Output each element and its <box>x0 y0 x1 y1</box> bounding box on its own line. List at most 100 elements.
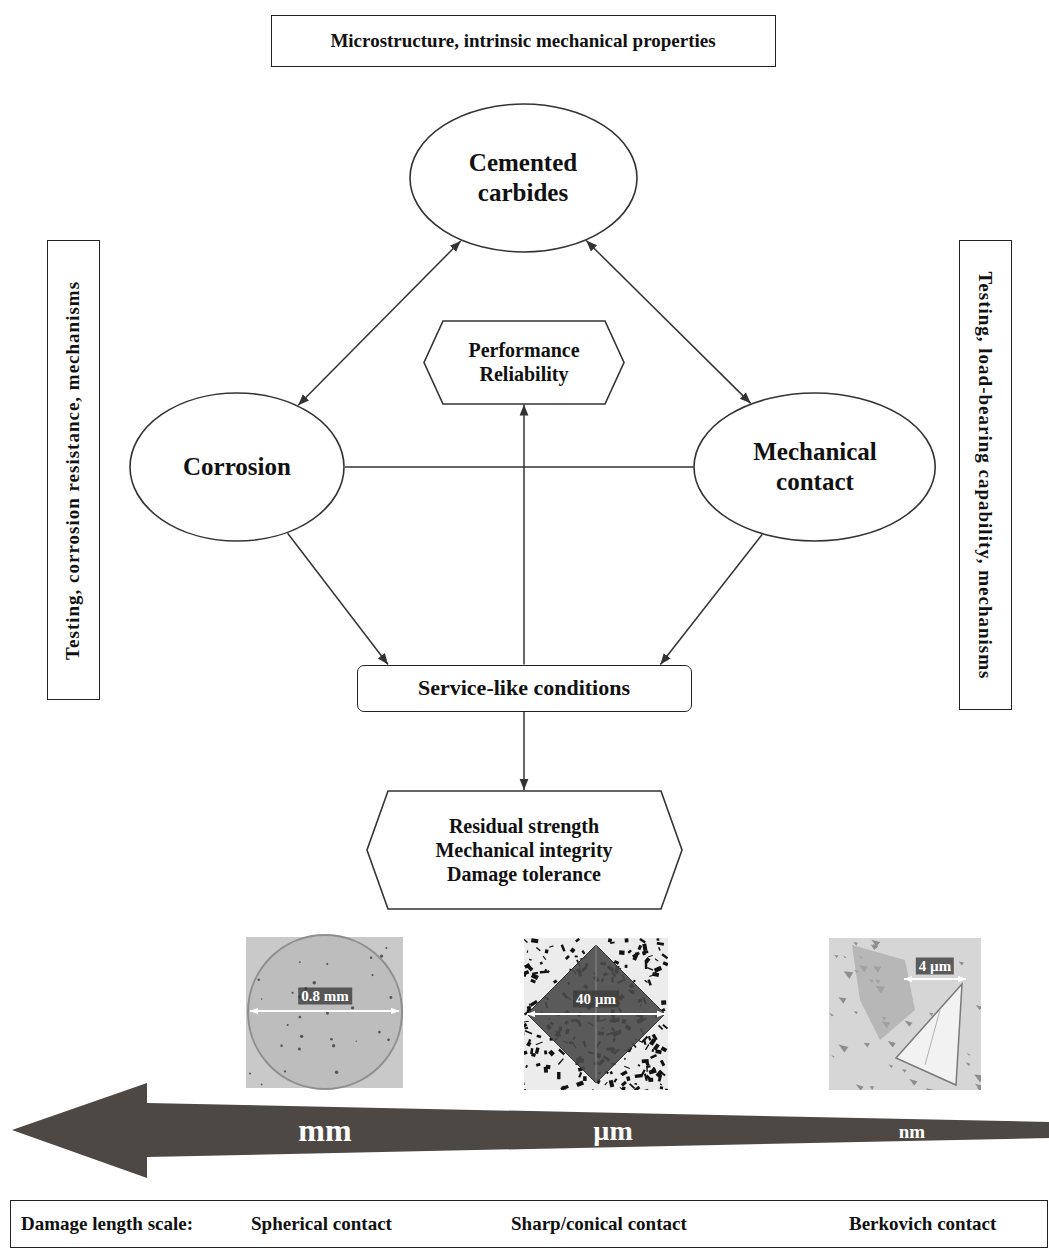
binder-speck <box>546 1065 551 1070</box>
connector-arrow <box>345 466 693 468</box>
binder-speck <box>648 955 653 957</box>
binder-speck <box>531 938 539 943</box>
binder-speck <box>565 1089 567 1090</box>
surface-speck <box>299 1016 302 1019</box>
surface-speck <box>380 955 383 958</box>
binder-speck <box>621 1081 627 1087</box>
surface-speck <box>378 1031 381 1034</box>
binder-speck <box>548 1050 555 1057</box>
grain-patch <box>843 956 846 959</box>
binder-speck <box>576 1080 584 1087</box>
node-text: Testing, corrosion resistance, mechanism… <box>62 281 85 660</box>
node-text: Performance Reliability <box>454 338 594 386</box>
binder-speck <box>644 1073 648 1081</box>
length-scale-arrow <box>12 1083 1049 1178</box>
binder-speck <box>530 979 536 984</box>
outcome-hexagon: Residual strength Mechanical integrity D… <box>366 790 683 910</box>
binder-speck <box>652 1034 658 1041</box>
node-text: Corrosion <box>183 452 291 482</box>
grain-patch <box>829 1013 834 1017</box>
grain-patch <box>839 1045 849 1053</box>
side-label-box: Testing, corrosion resistance, mechanism… <box>47 240 100 700</box>
image-ground <box>829 938 981 1090</box>
binder-speck <box>660 1083 663 1086</box>
surface-speck <box>287 1024 289 1026</box>
hexagon-outline-shape <box>367 791 682 909</box>
binder-speck <box>553 979 558 983</box>
binder-speck <box>581 950 585 954</box>
pyramidal-indent <box>527 945 665 1083</box>
binder-speck <box>525 1065 528 1068</box>
node-text: Service-like conditions <box>418 675 630 701</box>
surface-speck <box>284 1070 286 1072</box>
surface-speck <box>291 992 293 994</box>
spherical-indent <box>248 935 402 1089</box>
binder-speck <box>646 1066 647 1072</box>
binder-speck <box>652 1049 654 1052</box>
binder-speck <box>525 1030 533 1035</box>
binder-speck <box>665 1088 668 1090</box>
binder-speck <box>540 971 547 974</box>
connector-arrow <box>523 405 525 665</box>
binder-speck <box>536 947 541 951</box>
binder-speck <box>634 1083 637 1085</box>
surface-speck <box>370 957 372 959</box>
binder-speck <box>524 1021 529 1023</box>
binder-speck <box>558 1058 564 1065</box>
grain-patch <box>834 955 838 958</box>
grain-patch <box>854 1011 858 1014</box>
binder-speck <box>654 966 662 973</box>
binder-speck <box>529 1003 532 1009</box>
grain-patch <box>926 1088 935 1090</box>
binder-speck <box>653 1043 660 1050</box>
binder-speck <box>628 950 632 954</box>
hexagon-outline <box>423 320 625 405</box>
binder-speck <box>638 945 643 950</box>
indent-edge <box>925 1010 940 1065</box>
binder-speck <box>536 1042 543 1046</box>
scale-unit: mm <box>298 1114 351 1146</box>
binder-speck <box>591 1089 594 1090</box>
berkovich-indent <box>896 984 962 1085</box>
binder-speck <box>546 970 549 974</box>
binder-speck <box>544 1050 547 1054</box>
pile-up-shadow <box>852 945 915 1040</box>
binder-speck <box>625 965 628 968</box>
binder-speck <box>655 958 659 961</box>
grain-patch <box>856 1084 864 1090</box>
binder-speck <box>632 952 639 960</box>
binder-speck <box>524 1032 525 1036</box>
dimension-arrow <box>904 978 966 980</box>
scale-caption: Berkovich contact <box>849 1213 996 1236</box>
surface-speck <box>261 998 263 1000</box>
connector-arrow <box>523 712 525 791</box>
surface-specks <box>249 947 392 1085</box>
grain-patch <box>844 971 854 979</box>
binder-speck <box>648 1036 651 1041</box>
binder-speck <box>661 953 668 959</box>
binder-speck <box>626 1076 630 1081</box>
binder-speck <box>557 1072 560 1079</box>
grain-patch <box>959 962 964 966</box>
grain-patch <box>902 1069 907 1073</box>
surface-speck <box>313 981 316 984</box>
binder-speck <box>644 1089 649 1090</box>
surface-speck <box>280 1045 282 1047</box>
binder-speck <box>663 961 668 966</box>
binder-speck <box>625 938 629 942</box>
binder-speck <box>656 938 659 941</box>
conical-indent-image <box>517 938 668 1097</box>
binder-speck <box>575 938 580 942</box>
binder-speck <box>536 1034 541 1038</box>
binder-speck <box>543 956 547 960</box>
binder-speck <box>658 1025 663 1030</box>
binder-speck <box>644 957 650 963</box>
node-text: Mechanical contact <box>735 437 895 497</box>
binder-speck <box>644 980 648 983</box>
binder-speck <box>638 1064 641 1067</box>
binder-speck <box>647 979 651 986</box>
dimension-label: 0.8 mm <box>298 988 352 1005</box>
spherical-indent-image <box>246 935 403 1089</box>
binder-speck <box>640 1069 645 1077</box>
binder-speck <box>604 1082 607 1086</box>
